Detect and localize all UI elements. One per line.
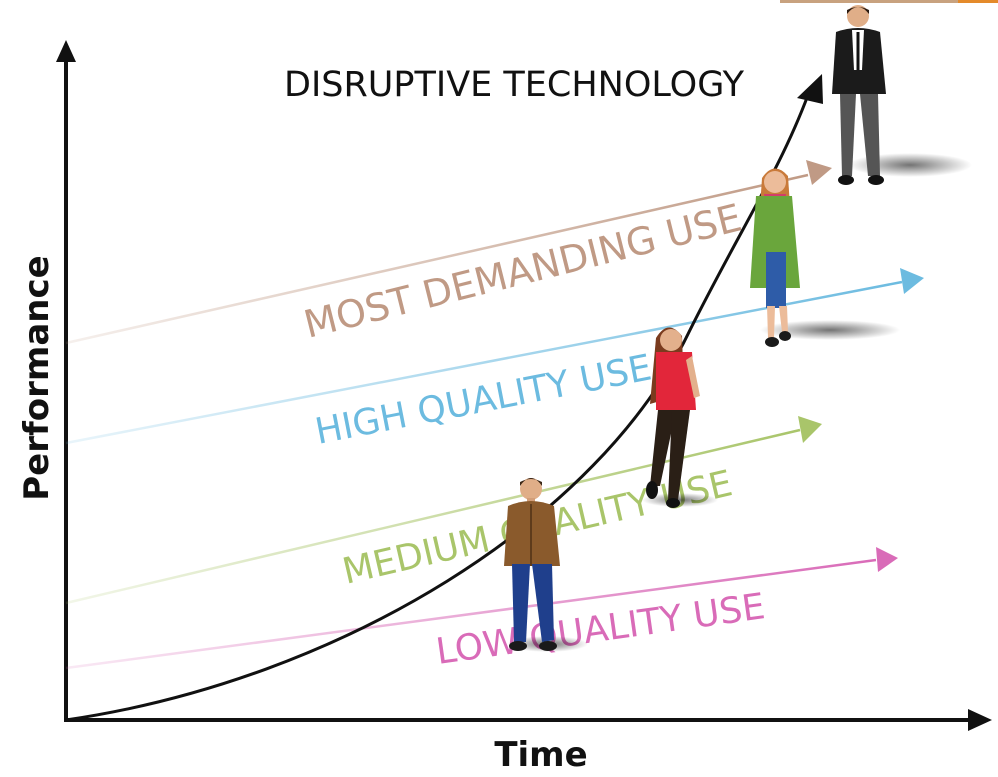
skirt [766, 252, 786, 308]
y-axis-arrowhead [56, 40, 76, 62]
left-shoe [838, 175, 854, 185]
arrowhead-high-quality [900, 268, 924, 294]
shadow [642, 493, 718, 507]
right-leg [532, 564, 554, 642]
right-shoe [666, 498, 680, 508]
person-man-brown-jacket [504, 478, 588, 652]
arrowhead-most-demanding [806, 160, 832, 185]
person-man-black-suit [832, 5, 972, 185]
curve-arrowhead [797, 74, 823, 104]
person-woman-green-coat [750, 168, 900, 347]
corner-decoration [780, 0, 998, 3]
left-leg [840, 94, 856, 176]
left-shoe [765, 337, 779, 347]
line-low-quality [65, 558, 877, 670]
corner-decoration-accent [958, 0, 998, 3]
right-shoe [779, 331, 791, 341]
label-low-quality: LOW QUALITY USE [434, 586, 768, 673]
arrowhead-low-quality [876, 547, 898, 572]
line-high-quality [65, 280, 903, 445]
x-axis-arrowhead [968, 709, 992, 731]
arrowhead-medium-quality [798, 416, 822, 443]
head [847, 5, 869, 27]
head [764, 171, 786, 193]
coat [750, 196, 800, 288]
head [660, 329, 682, 351]
hair [520, 478, 542, 486]
line-most-demanding [65, 173, 809, 345]
right-leg [860, 94, 880, 176]
left-leg [767, 306, 775, 338]
demand-lines [65, 160, 924, 670]
line-medium-quality [65, 428, 801, 605]
head [520, 478, 542, 500]
curve-label: DISRUPTIVE TECHNOLOGY [284, 65, 745, 105]
left-leg [650, 410, 676, 486]
top [656, 352, 696, 410]
left-shoe [509, 641, 527, 651]
left-arm [686, 356, 700, 398]
x-axis-label: Time [494, 735, 587, 772]
person-woman-red-top [642, 327, 718, 508]
line-labels: MOST DEMANDING USE HIGH QUALITY USE MEDI… [300, 195, 768, 672]
right-shoe [868, 175, 884, 185]
shadow [760, 320, 900, 340]
y-axis-label: Performance [17, 255, 57, 500]
left-shoe [646, 481, 658, 499]
right-shoe [539, 641, 557, 651]
axes: Performance Time [17, 40, 992, 775]
hair [847, 7, 869, 14]
left-leg [512, 564, 530, 642]
right-leg [779, 306, 788, 332]
right-leg [668, 410, 690, 500]
